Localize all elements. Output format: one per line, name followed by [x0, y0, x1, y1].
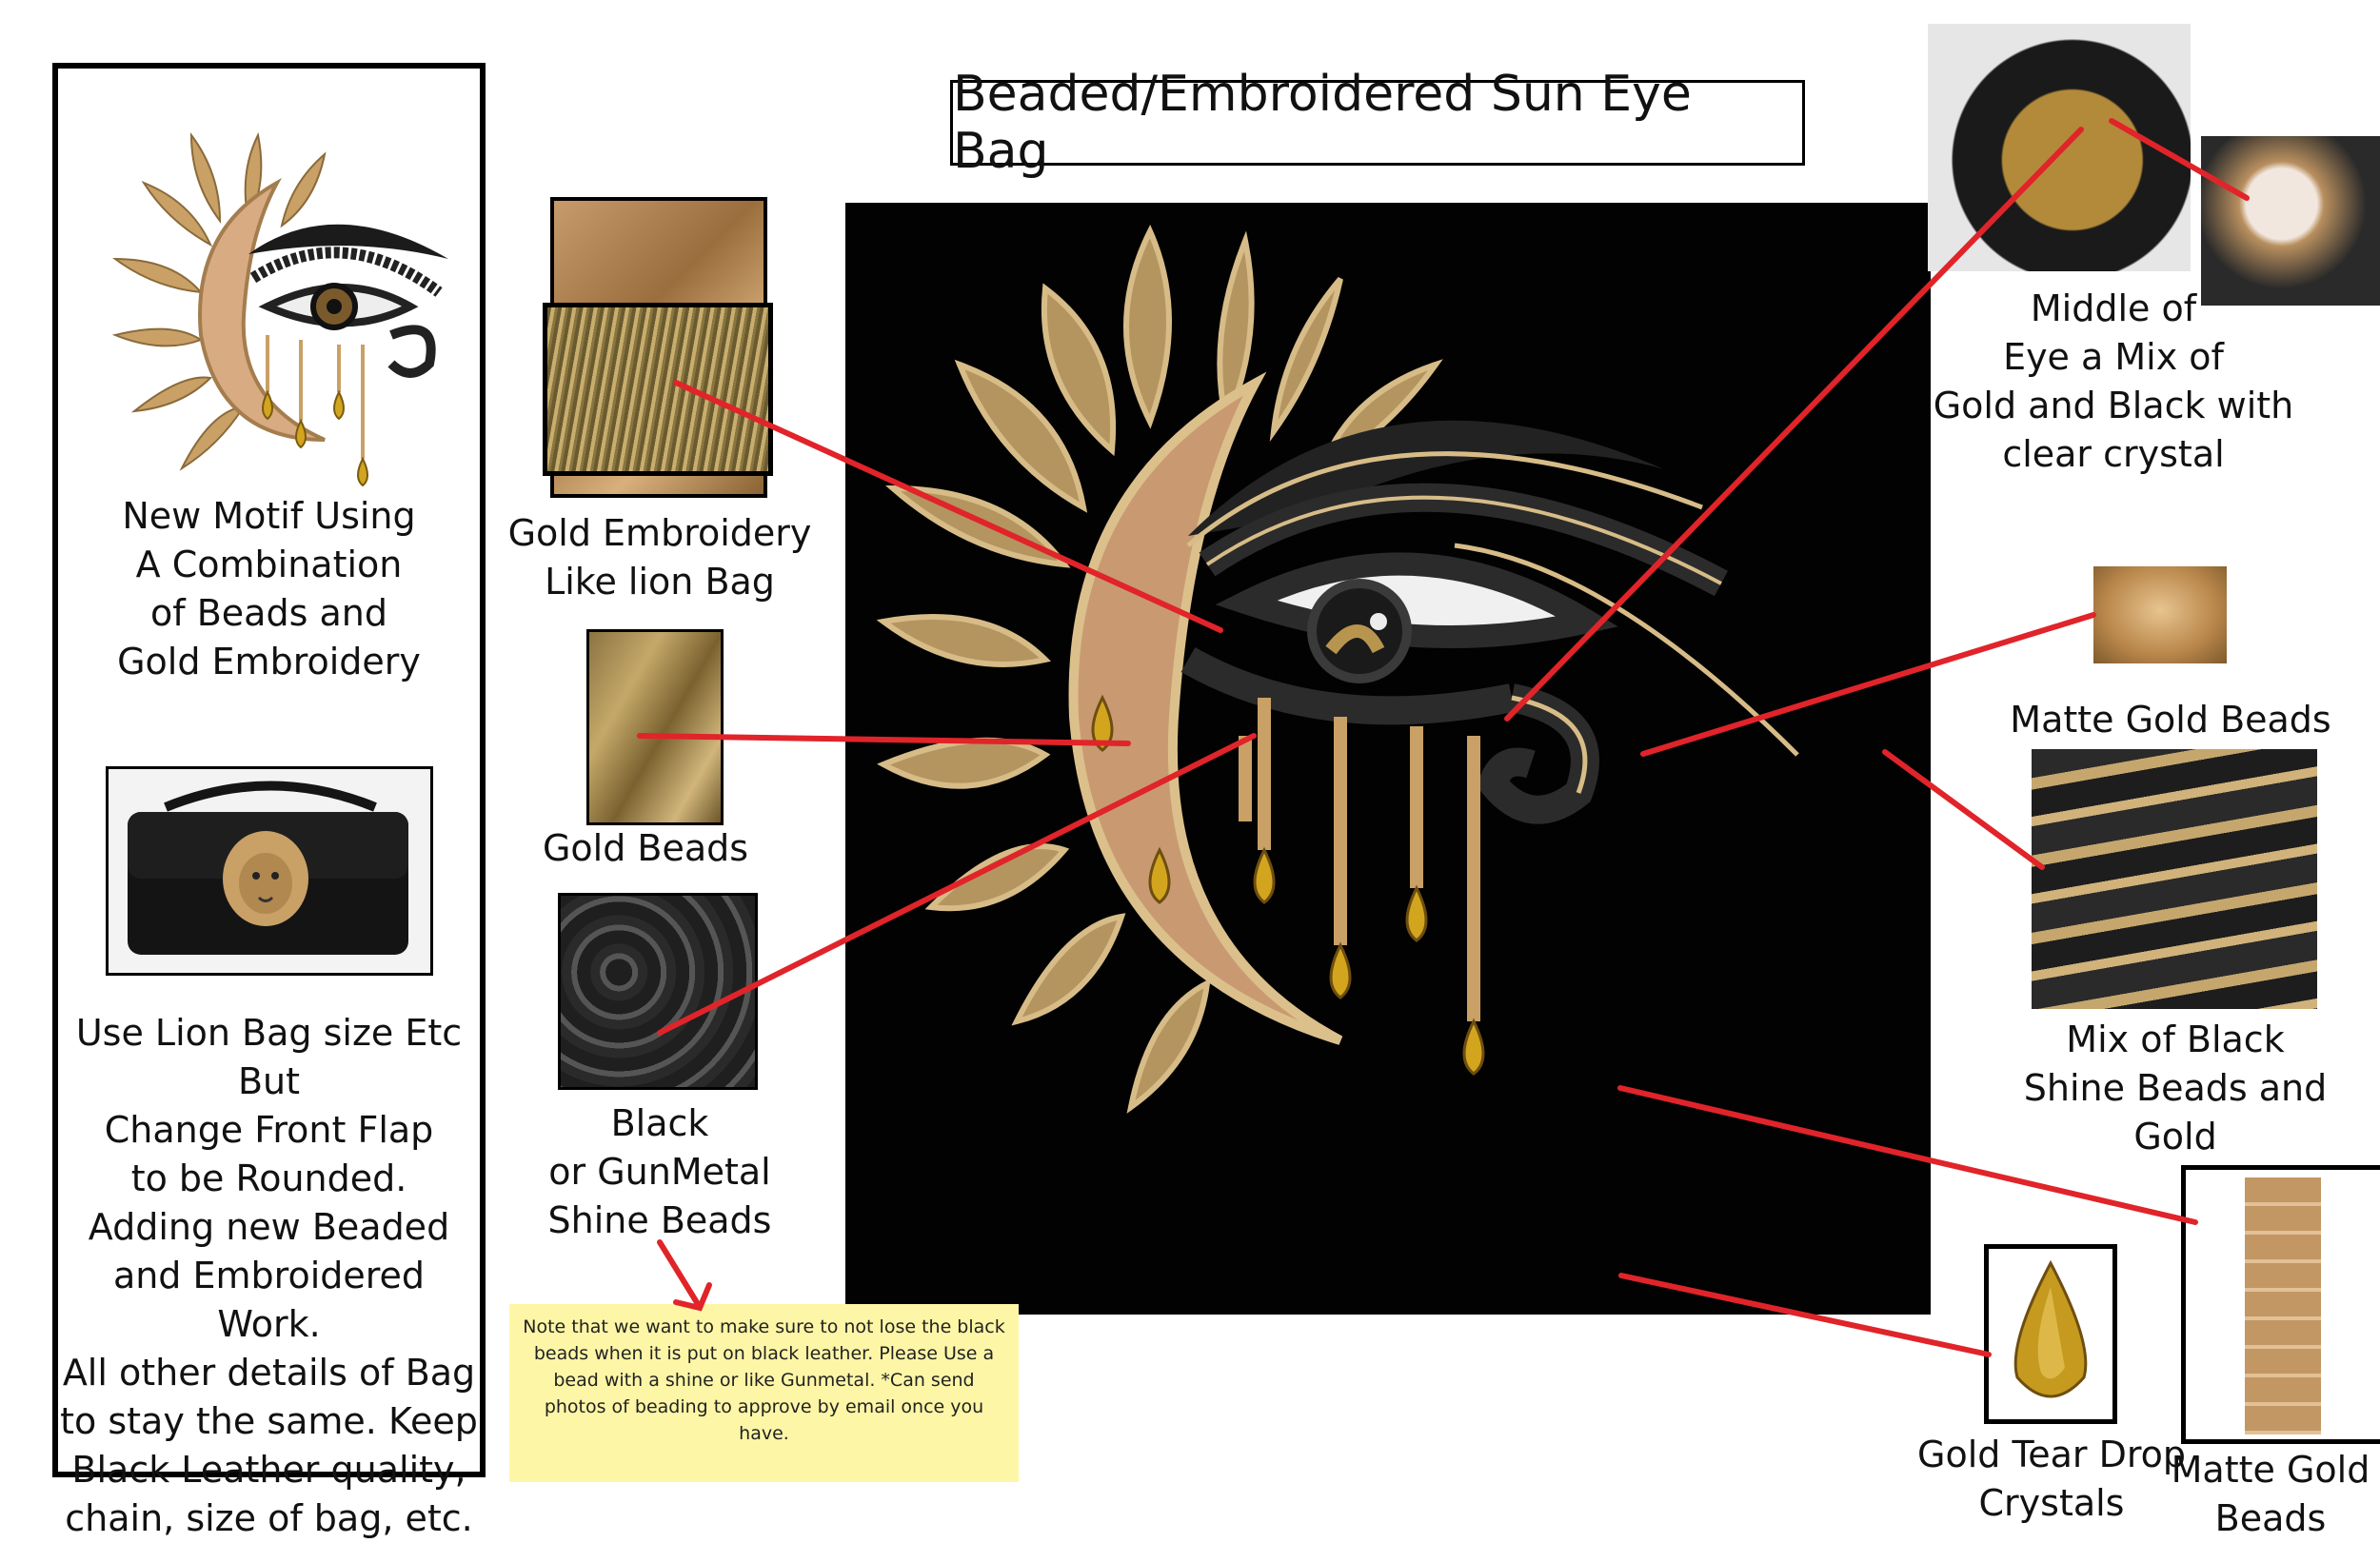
black-gold-mix-label: Mix of Black Shine Beads and Gold: [2023, 1019, 2328, 1157]
eye-middle-label: Middle of Eye a Mix of Gold and Black wi…: [1933, 287, 2294, 475]
main-motif-image: [845, 203, 1931, 1315]
teardrop-crystal-label: Gold Tear Drop Crystals: [1917, 1434, 2186, 1524]
eye-middle-swatch: [1928, 24, 2191, 271]
teardrop-crystal-swatch: [1984, 1244, 2117, 1424]
gold-beads-label: Gold Beads: [542, 827, 749, 869]
gold-embroidery-swatch: [543, 303, 773, 476]
matte-gold-beads-label: Matte Gold Beads: [2010, 699, 2331, 741]
motif-caption: New Motif Using A Combination of Beads a…: [117, 495, 421, 682]
matte-gold-column: [2245, 1177, 2321, 1434]
instructions-text: Use Lion Bag size Etc But Change Front F…: [60, 1012, 478, 1539]
black-gunmetal-label: Black or GunMetal Shine Beads: [547, 1102, 772, 1241]
matte-gold-column-label: Matte Gold Beads: [2171, 1449, 2370, 1539]
lion-bag-icon: [128, 781, 408, 955]
lion-bag-photo: [106, 766, 433, 976]
note-box: Note that we want to make sure to not lo…: [509, 1304, 1019, 1482]
left-panel: New Motif Using A Combination of Beads a…: [52, 63, 486, 1539]
teardrop-crystal-icon: [2013, 1259, 2088, 1398]
sun-eye-motif-icon: [111, 131, 448, 487]
gold-embroidery-label: Gold Embroidery Like lion Bag: [507, 512, 812, 603]
matte-gold-beads-swatch: [2093, 566, 2227, 663]
matte-gold-column-swatch: [2181, 1165, 2380, 1444]
callout-note-arrow: [657, 1239, 701, 1307]
black-gunmetal-swatch: [558, 893, 758, 1090]
page-title: Beaded/Embroidered Sun Eye Bag: [950, 66, 1805, 180]
sun-eye-large-icon: [876, 224, 1799, 1114]
gold-beads-swatch: [586, 629, 724, 825]
black-gold-mix-swatch: [2032, 749, 2317, 1009]
clear-crystal-swatch: [2201, 136, 2380, 306]
